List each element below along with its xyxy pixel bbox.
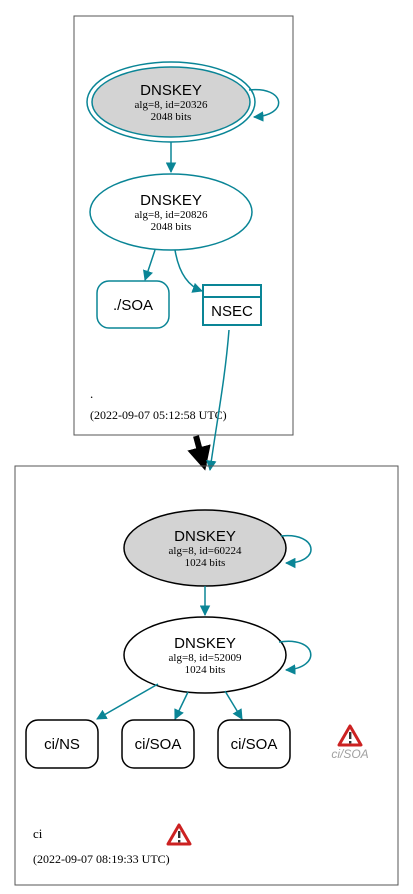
ci-soa-node-1[interactable]: ci/SOA	[121, 719, 195, 769]
root-ksk-title: DNSKEY	[140, 82, 202, 99]
ci-ksk-title: DNSKEY	[174, 528, 236, 545]
root-zone-name: .	[90, 386, 93, 401]
ci-zsk-title: DNSKEY	[174, 635, 236, 652]
ci-zone-box	[14, 465, 399, 886]
ci-zsk-to-soa-1-edge	[174, 691, 189, 720]
ci-ksk-self-edge	[280, 534, 312, 569]
root-zsk-to-nsec-edge	[174, 249, 203, 293]
root-ksk-self-edge	[248, 88, 280, 122]
ci-zsk-bits: 1024 bits	[185, 664, 226, 676]
ci-zsk-to-soa-2-edge	[224, 690, 243, 720]
ci-ksk-alg: alg=8, id=60224	[169, 545, 242, 557]
ci-zone-timestamp: (2022-09-07 08:19:33 UTC)	[33, 852, 170, 866]
ci-soa-warning-node[interactable]: ci/SOA	[331, 724, 369, 761]
root-nsec-node[interactable]: NSEC	[202, 284, 262, 326]
root-zsk-node[interactable]: DNSKEY alg=8, id=20826 2048 bits	[89, 173, 253, 251]
ci-ksk-node[interactable]: DNSKEY alg=8, id=60224 1024 bits	[123, 509, 287, 587]
root-ksk-alg: alg=8, id=20326	[135, 99, 208, 111]
ci-ns-label: ci/NS	[44, 736, 80, 753]
root-ksk-bits: 2048 bits	[151, 111, 192, 123]
ci-ksk-bits: 1024 bits	[185, 557, 226, 569]
delegation-edge	[187, 435, 211, 471]
nsec-to-ci-edge	[206, 329, 230, 472]
root-soa-node[interactable]: ./SOA	[96, 280, 170, 329]
ci-soa-2-label: ci/SOA	[231, 736, 278, 753]
ci-soa-1-label: ci/SOA	[135, 736, 182, 753]
ci-zsk-self-edge	[278, 640, 312, 675]
root-zone-box	[73, 15, 294, 436]
root-ksk-node[interactable]: DNSKEY alg=8, id=20326 2048 bits	[86, 61, 256, 143]
ci-zsk-to-ns-edge	[96, 683, 159, 720]
root-nsec-label: NSEC	[211, 303, 253, 320]
ci-soa-node-2[interactable]: ci/SOA	[217, 719, 291, 769]
warning-triangle-icon	[337, 724, 363, 747]
root-zsk-title: DNSKEY	[140, 192, 202, 209]
root-zsk-alg: alg=8, id=20826	[135, 209, 208, 221]
ci-soa-warning-label: ci/SOA	[331, 747, 368, 761]
root-zone-timestamp: (2022-09-07 05:12:58 UTC)	[90, 408, 227, 422]
root-zsk-to-soa-edge	[143, 249, 156, 281]
root-soa-label: ./SOA	[113, 297, 153, 314]
ci-zsk-alg: alg=8, id=52009	[169, 652, 242, 664]
root-zsk-bits: 2048 bits	[151, 221, 192, 233]
ci-ns-node[interactable]: ci/NS	[25, 719, 99, 769]
warning-triangle-icon[interactable]	[166, 823, 192, 846]
ci-zone-name: ci	[33, 826, 43, 841]
ci-zsk-node[interactable]: DNSKEY alg=8, id=52009 1024 bits	[123, 616, 287, 694]
